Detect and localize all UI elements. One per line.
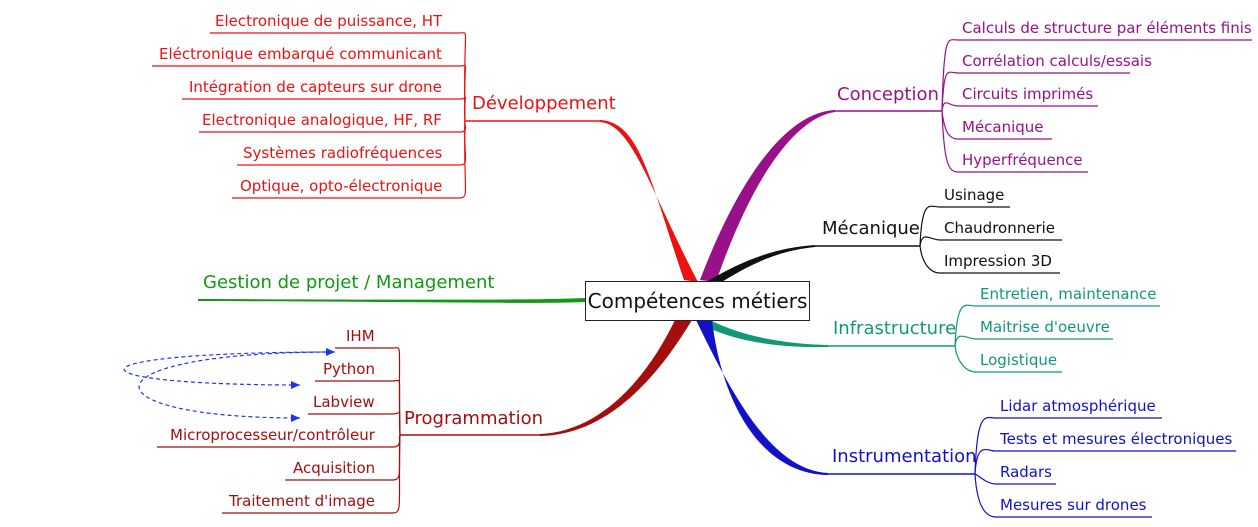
conception-item[interactable]: Calculs de structure par éléments finis xyxy=(962,19,1252,37)
programmation-connector xyxy=(392,411,401,436)
developpement-item[interactable]: Electronique de puissance, HT xyxy=(215,12,443,30)
programmation-item[interactable]: Acquisition xyxy=(293,459,376,477)
branch-conception-curve xyxy=(700,110,835,282)
developpement-item[interactable]: Eléctronique embarqué communicant xyxy=(159,45,442,63)
developpement-item[interactable]: Intégration de capteurs sur drone xyxy=(189,78,442,96)
instrumentation-connector xyxy=(974,416,997,475)
programmation-item[interactable]: Python xyxy=(323,360,375,378)
ihm-labview-link xyxy=(138,351,336,419)
developpement-connector xyxy=(459,96,467,122)
infrastructure-item[interactable]: Entretien, maintenance xyxy=(980,285,1157,303)
branch-instrumentation-curve xyxy=(696,320,828,475)
branch-infrastructure-label[interactable]: Infrastructure xyxy=(833,318,957,339)
branch-infrastructure-curve xyxy=(704,320,828,348)
conception-item[interactable]: Circuits imprimés xyxy=(962,85,1094,103)
mecanique-item[interactable]: Usinage xyxy=(944,186,1005,204)
conception-connector xyxy=(941,71,959,112)
labview-arrow-icon xyxy=(291,414,300,422)
instrumentation-item[interactable]: Mesures sur drones xyxy=(1000,496,1147,514)
developpement-item[interactable]: Electronique analogique, HF, RF xyxy=(202,111,442,129)
programmation-connector xyxy=(392,379,401,436)
conception-item[interactable]: Corrélation calculs/essais xyxy=(962,52,1152,70)
conception-connector xyxy=(941,39,959,112)
root-label: Compétences métiers xyxy=(587,289,808,313)
conception-item[interactable]: Hyperfréquence xyxy=(962,151,1083,169)
root-node[interactable]: Compétences métiers xyxy=(585,281,810,321)
mecanique-connector xyxy=(919,236,941,247)
instrumentation-connector xyxy=(974,473,997,518)
branch-developpement-curve xyxy=(600,120,698,282)
programmation-item[interactable]: Labview xyxy=(313,393,375,411)
mecanique-item[interactable]: Impression 3D xyxy=(944,252,1052,270)
developpement-item[interactable]: Systèmes radiofréquences xyxy=(243,144,443,162)
instrumentation-connector xyxy=(974,448,997,475)
infrastructure-item[interactable]: Maitrise d'oeuvre xyxy=(980,318,1110,336)
branch-mecanique-label[interactable]: Mécanique xyxy=(822,218,920,239)
instrumentation-item[interactable]: Tests et mesures électroniques xyxy=(1000,430,1233,448)
programmation-item[interactable]: Microprocesseur/contrôleur xyxy=(170,426,375,444)
conception-connector xyxy=(941,110,959,173)
python-ihm-link xyxy=(123,351,336,386)
instrumentation-item[interactable]: Radars xyxy=(1000,463,1052,481)
branch-gestion-curve xyxy=(198,298,585,303)
branch-instrumentation-label[interactable]: Instrumentation xyxy=(832,446,977,467)
branch-developpement-label[interactable]: Développement xyxy=(472,93,616,114)
developpement-item[interactable]: Optique, opto-électronique xyxy=(240,177,443,195)
mecanique-connector xyxy=(919,205,941,247)
programmation-item[interactable]: Traitement d'image xyxy=(229,492,375,510)
branch-mecanique-curve xyxy=(706,245,815,283)
mecanique-connector xyxy=(919,245,941,274)
infrastructure-connector xyxy=(954,335,977,347)
branch-gestion-label[interactable]: Gestion de projet / Management xyxy=(203,272,495,293)
branch-programmation-curve xyxy=(540,318,692,436)
programmation-item[interactable]: IHM xyxy=(346,327,375,345)
conception-connector xyxy=(941,110,959,140)
python-arrow-icon xyxy=(291,381,300,389)
ihm-arrow-icon xyxy=(326,348,335,356)
programmation-connector xyxy=(392,434,401,514)
branch-programmation-label[interactable]: Programmation xyxy=(404,408,543,429)
conception-connector xyxy=(941,102,959,112)
infrastructure-connector xyxy=(954,304,977,347)
branch-conception-label[interactable]: Conception xyxy=(837,84,939,105)
mecanique-item[interactable]: Chaudronnerie xyxy=(944,219,1056,237)
instrumentation-item[interactable]: Lidar atmosphérique xyxy=(1000,397,1156,415)
programmation-connector xyxy=(392,434,401,448)
infrastructure-connector xyxy=(954,345,977,373)
conception-item[interactable]: Mécanique xyxy=(962,118,1044,136)
instrumentation-connector xyxy=(974,473,997,485)
infrastructure-item[interactable]: Logistique xyxy=(980,351,1058,369)
developpement-connector xyxy=(459,120,467,199)
